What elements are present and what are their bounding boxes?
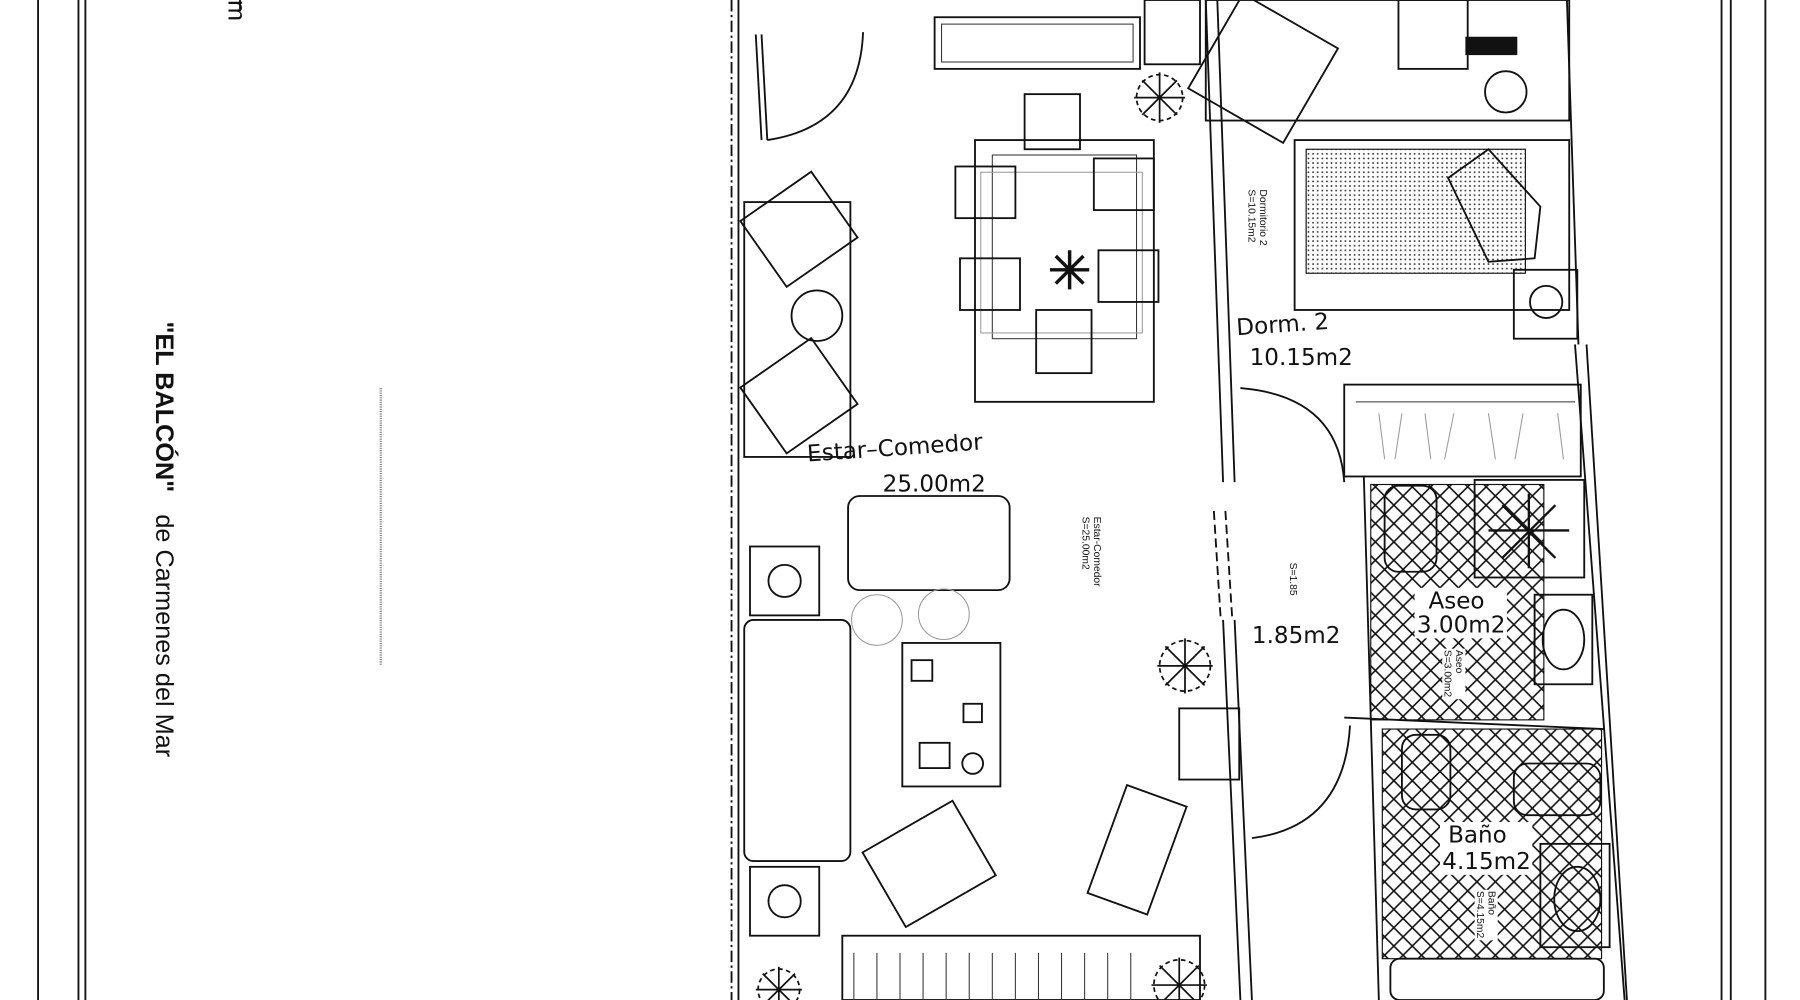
dining-table	[954, 93, 1160, 403]
svg-text:10.15m2: 10.15m2	[1250, 345, 1353, 371]
plant-icon	[1157, 638, 1213, 694]
svg-text:25.00m2: 25.00m2	[883, 471, 986, 497]
svg-text:S=3.00m2: S=3.00m2	[1442, 650, 1453, 698]
room-label-living: Estar–Comedor 25.00m2 Estar-Comedor S=25…	[806, 429, 1102, 587]
bed	[1293, 139, 1579, 340]
svg-text:Estar-Comedor: Estar-Comedor	[1091, 517, 1102, 588]
room-label-aseo: Aseo 3.00m2 Aseo S=3.00m2	[1414, 587, 1507, 700]
svg-text:Baño: Baño	[1448, 823, 1507, 849]
svg-text:Baño: Baño	[1485, 891, 1496, 915]
room-label-hall: 1.85m2 S=1.85	[1252, 563, 1340, 649]
plant-icon	[1151, 957, 1207, 1000]
plant-icon	[1134, 72, 1185, 123]
armchairs-left	[739, 170, 859, 458]
svg-text:Aseo: Aseo	[1453, 650, 1464, 674]
shower-drain-icon	[1488, 493, 1570, 569]
desk-chair	[1186, 0, 1528, 145]
plant-icon	[755, 966, 802, 1000]
svg-text:1.85m2: 1.85m2	[1252, 623, 1340, 649]
project-title: "EL BALCÓN"	[150, 321, 180, 492]
svg-text:4.15m2: 4.15m2	[1442, 849, 1530, 875]
svg-text:S=10.15m2: S=10.15m2	[1245, 189, 1256, 242]
svg-text:Dormitorio 2: Dormitorio 2	[1257, 189, 1268, 245]
svg-text:S=4.15m2: S=4.15m2	[1474, 891, 1485, 939]
svg-text:S=25.00m2: S=25.00m2	[1079, 517, 1090, 570]
svg-text:S=1.85: S=1.85	[1287, 563, 1298, 596]
sofa-set	[743, 495, 1188, 937]
room-label-bano: Baño 4.15m2 Baño S=4.15m2	[1440, 822, 1533, 941]
room-label-dorm2: Dorm. 2 10.15m2 Dormitorio 2 S=10.15m2	[1236, 189, 1353, 371]
sheet-frame	[37, 0, 1767, 1000]
svg-text:Estar–Comedor: Estar–Comedor	[806, 429, 984, 467]
corner-text-fragment: m	[222, 0, 250, 21]
svg-text:Dorm. 2: Dorm. 2	[1236, 309, 1330, 341]
centerpiece-icon	[1050, 250, 1090, 290]
project-subtitle: de Carmenes del Mar	[150, 514, 178, 757]
plants	[755, 72, 1213, 1000]
svg-text:3.00m2: 3.00m2	[1417, 613, 1505, 639]
walls	[730, 0, 1628, 1000]
wardrobe	[1355, 401, 1575, 460]
svg-text:Aseo: Aseo	[1428, 589, 1484, 615]
